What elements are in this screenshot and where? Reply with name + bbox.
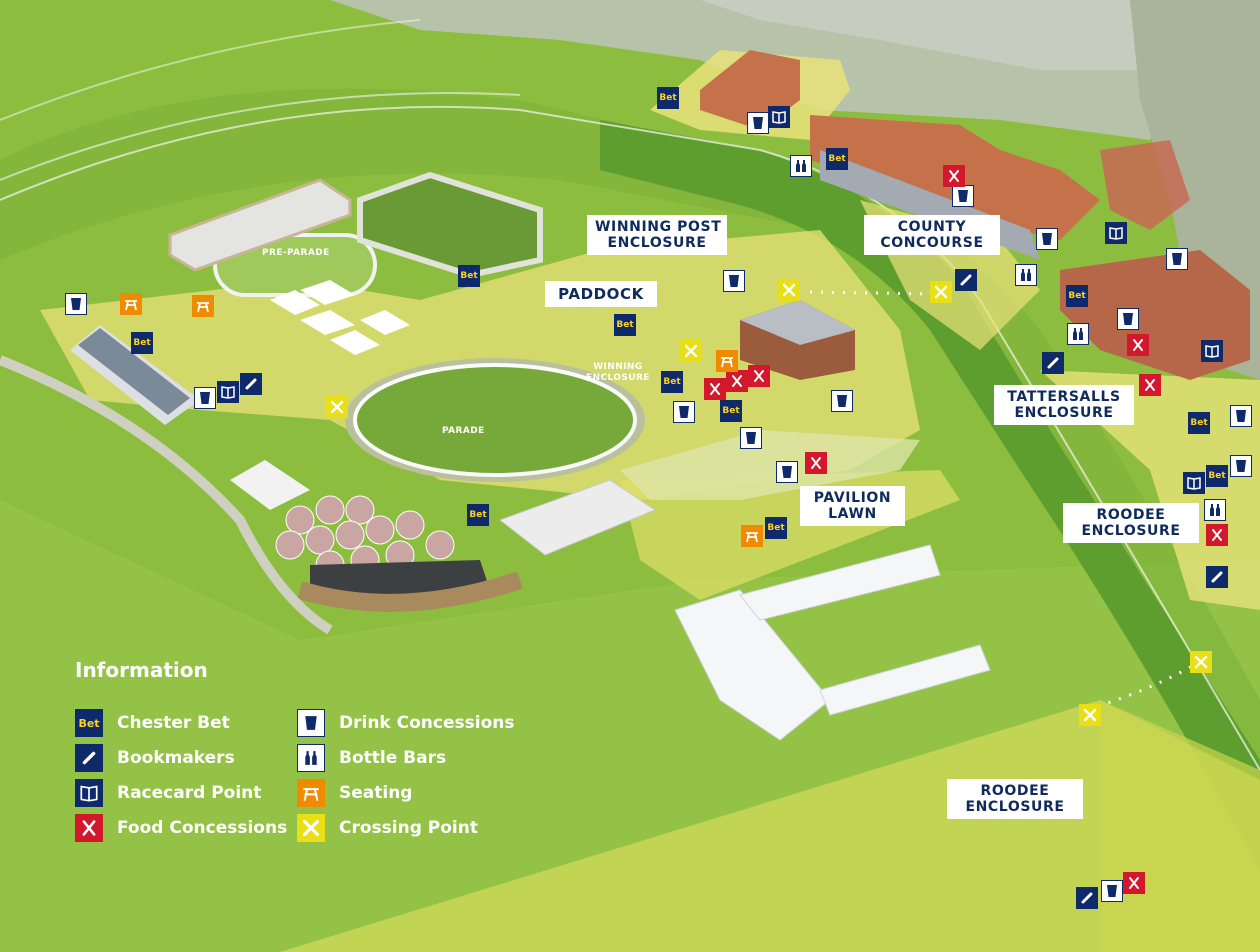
legend-item-drink-concessions: Drink Concessions: [297, 709, 514, 737]
crossing-icon: [680, 340, 702, 362]
bet-icon: Bet: [1188, 412, 1210, 434]
drink-icon: [723, 270, 745, 292]
drink-icon: [1117, 308, 1139, 330]
drink-icon: [297, 709, 325, 737]
drink-icon: [831, 390, 853, 412]
legend-label: Bottle Bars: [339, 748, 447, 768]
food-icon: [726, 370, 748, 392]
bookmaker-icon: [1076, 887, 1098, 909]
seating-icon: [716, 350, 738, 372]
bet-icon: Bet: [1066, 285, 1088, 307]
legend-item-racecard-point: Racecard Point: [75, 779, 261, 807]
bookmaker-icon: [75, 744, 103, 772]
crossing-icon: [930, 281, 952, 303]
pre-parade-label: PRE-PARADE: [262, 248, 330, 258]
food-icon: [748, 365, 770, 387]
food-icon: [1123, 872, 1145, 894]
racecard-icon: [1201, 340, 1223, 362]
seating-icon: [120, 293, 142, 315]
winning-enclosure-label: WINNING ENCLOSURE: [586, 362, 650, 383]
seating-icon: [741, 525, 763, 547]
drink-icon: [1230, 405, 1252, 427]
bottle-icon: [1015, 264, 1037, 286]
bet-icon: Bet: [657, 87, 679, 109]
drink-icon: [952, 185, 974, 207]
drink-icon: [1101, 880, 1123, 902]
legend-label: Bookmakers: [117, 748, 235, 768]
drink-icon: [1166, 248, 1188, 270]
crossing-icon: [297, 814, 325, 842]
legend-item-chester-bet: Bet Chester Bet: [75, 709, 230, 737]
bottle-icon: [1067, 323, 1089, 345]
racecard-icon: [1183, 472, 1205, 494]
drink-icon: [194, 387, 216, 409]
crossing-icon: [326, 396, 348, 418]
drink-icon: [65, 293, 87, 315]
drink-icon: [1036, 228, 1058, 250]
legend-item-bottle-bars: Bottle Bars: [297, 744, 446, 772]
food-icon: [1139, 374, 1161, 396]
legend-item-crossing-point: Crossing Point: [297, 814, 478, 842]
bookmaker-icon: [1042, 352, 1064, 374]
bet-icon: Bet: [458, 265, 480, 287]
racecard-icon: [75, 779, 103, 807]
paddock-label: PADDOCK: [545, 281, 657, 307]
bookmaker-icon: [1206, 566, 1228, 588]
legend-label: Drink Concessions: [339, 713, 515, 733]
bet-icon: Bet: [826, 148, 848, 170]
bottle-icon: [790, 155, 812, 177]
racecard-icon: [768, 106, 790, 128]
bet-icon: Bet: [75, 709, 103, 737]
crossing-icon: [1079, 704, 1101, 726]
parade-label: PARADE: [442, 426, 485, 436]
legend-label: Food Concessions: [117, 818, 288, 838]
bet-icon: Bet: [1206, 465, 1228, 487]
legend-label: Racecard Point: [117, 783, 262, 803]
bookmaker-icon: [955, 269, 977, 291]
bet-icon: Bet: [765, 517, 787, 539]
drink-icon: [740, 427, 762, 449]
legend-item-bookmakers: Bookmakers: [75, 744, 235, 772]
legend-item-food-concessions: Food Concessions: [75, 814, 287, 842]
food-icon: [1206, 524, 1228, 546]
drink-icon: [1230, 455, 1252, 477]
seating-icon: [297, 779, 325, 807]
food-icon: [943, 165, 965, 187]
bet-icon: Bet: [131, 332, 153, 354]
food-icon: [75, 814, 103, 842]
legend-item-seating: Seating: [297, 779, 412, 807]
bookmaker-icon: [240, 373, 262, 395]
drink-icon: [776, 461, 798, 483]
bet-icon: Bet: [467, 504, 489, 526]
legend-label: Chester Bet: [117, 713, 230, 733]
bottle-icon: [1204, 499, 1226, 521]
legend-label: Crossing Point: [339, 818, 478, 838]
bottle-icon: [297, 744, 325, 772]
racecard-icon: [217, 381, 239, 403]
drink-icon: [673, 401, 695, 423]
crossing-icon: [1190, 651, 1212, 673]
legend-title: Information: [75, 658, 208, 682]
food-icon: [1127, 334, 1149, 356]
bet-icon: Bet: [661, 371, 683, 393]
bet-icon: Bet: [720, 400, 742, 422]
seating-icon: [192, 295, 214, 317]
crossing-icon: [778, 279, 800, 301]
drink-icon: [747, 112, 769, 134]
bet-icon: Bet: [614, 314, 636, 336]
food-icon: [805, 452, 827, 474]
legend-label: Seating: [339, 783, 413, 803]
food-icon: [704, 378, 726, 400]
racecard-icon: [1105, 222, 1127, 244]
